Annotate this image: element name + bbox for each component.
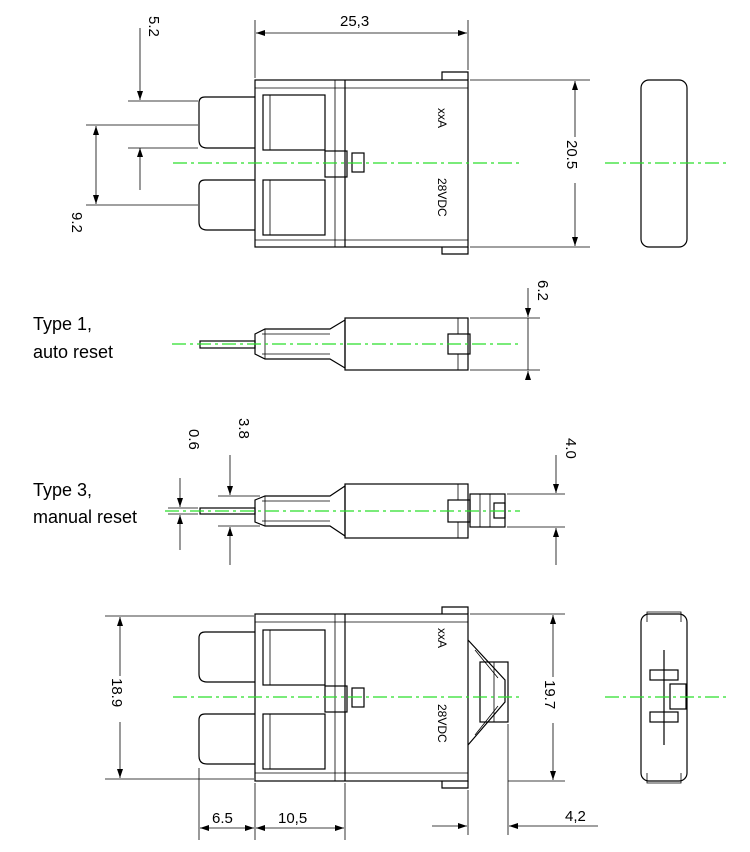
dim-bottom-left-height: 18.9 bbox=[108, 678, 125, 707]
top-side-view bbox=[605, 79, 730, 248]
top-pocket-upper bbox=[262, 94, 326, 151]
bottom-view: xxA 28VDC bbox=[173, 606, 520, 789]
top-blade-upper bbox=[198, 96, 255, 149]
bottom-voltage-text: 28VDC bbox=[435, 704, 449, 743]
top-pocket-lower bbox=[262, 179, 326, 236]
dim-top-pin-width: 5.2 bbox=[145, 16, 162, 37]
type3-label-line1: Type 3, bbox=[33, 480, 92, 500]
type1-view: 6.2 bbox=[172, 280, 551, 380]
top-latch bbox=[324, 150, 348, 178]
top-blade-lower bbox=[198, 179, 255, 231]
dim-top-height: 20.5 bbox=[563, 140, 580, 169]
type1-label-line1: Type 1, bbox=[33, 314, 92, 334]
top-voltage-text: 28VDC bbox=[435, 178, 449, 217]
dim-type3-button: 4.0 bbox=[562, 438, 579, 459]
dim-type3-blade-thick: 0.6 bbox=[185, 429, 202, 450]
bottom-rating-text: xxA bbox=[435, 628, 449, 648]
top-dimensions: 25,3 5.2 9.2 20.5 bbox=[68, 13, 590, 248]
dim-body-length: 10,5 bbox=[278, 810, 307, 827]
dim-top-pin-pitch: 9.2 bbox=[68, 212, 85, 233]
dim-button-extension: 4,2 bbox=[565, 808, 586, 825]
type1-label-line2: auto reset bbox=[33, 342, 113, 362]
dim-bottom-right-height: 19.7 bbox=[541, 680, 558, 709]
dim-type3-gap: 3.8 bbox=[235, 418, 252, 439]
dim-blade-length: 6.5 bbox=[212, 810, 233, 827]
bottom-side-view bbox=[605, 611, 730, 784]
top-view: xxA 28VDC bbox=[173, 71, 520, 255]
bottom-dimensions: 18.9 19.7 6.5 10,5 4,2 bbox=[105, 613, 598, 840]
dim-top-width: 25,3 bbox=[340, 13, 369, 30]
dim-type1-thickness: 6.2 bbox=[534, 280, 551, 301]
top-rating-text: xxA bbox=[435, 108, 449, 128]
type3-label-line2: manual reset bbox=[33, 507, 137, 527]
type3-view: 0.6 3.8 4.0 bbox=[165, 418, 579, 565]
